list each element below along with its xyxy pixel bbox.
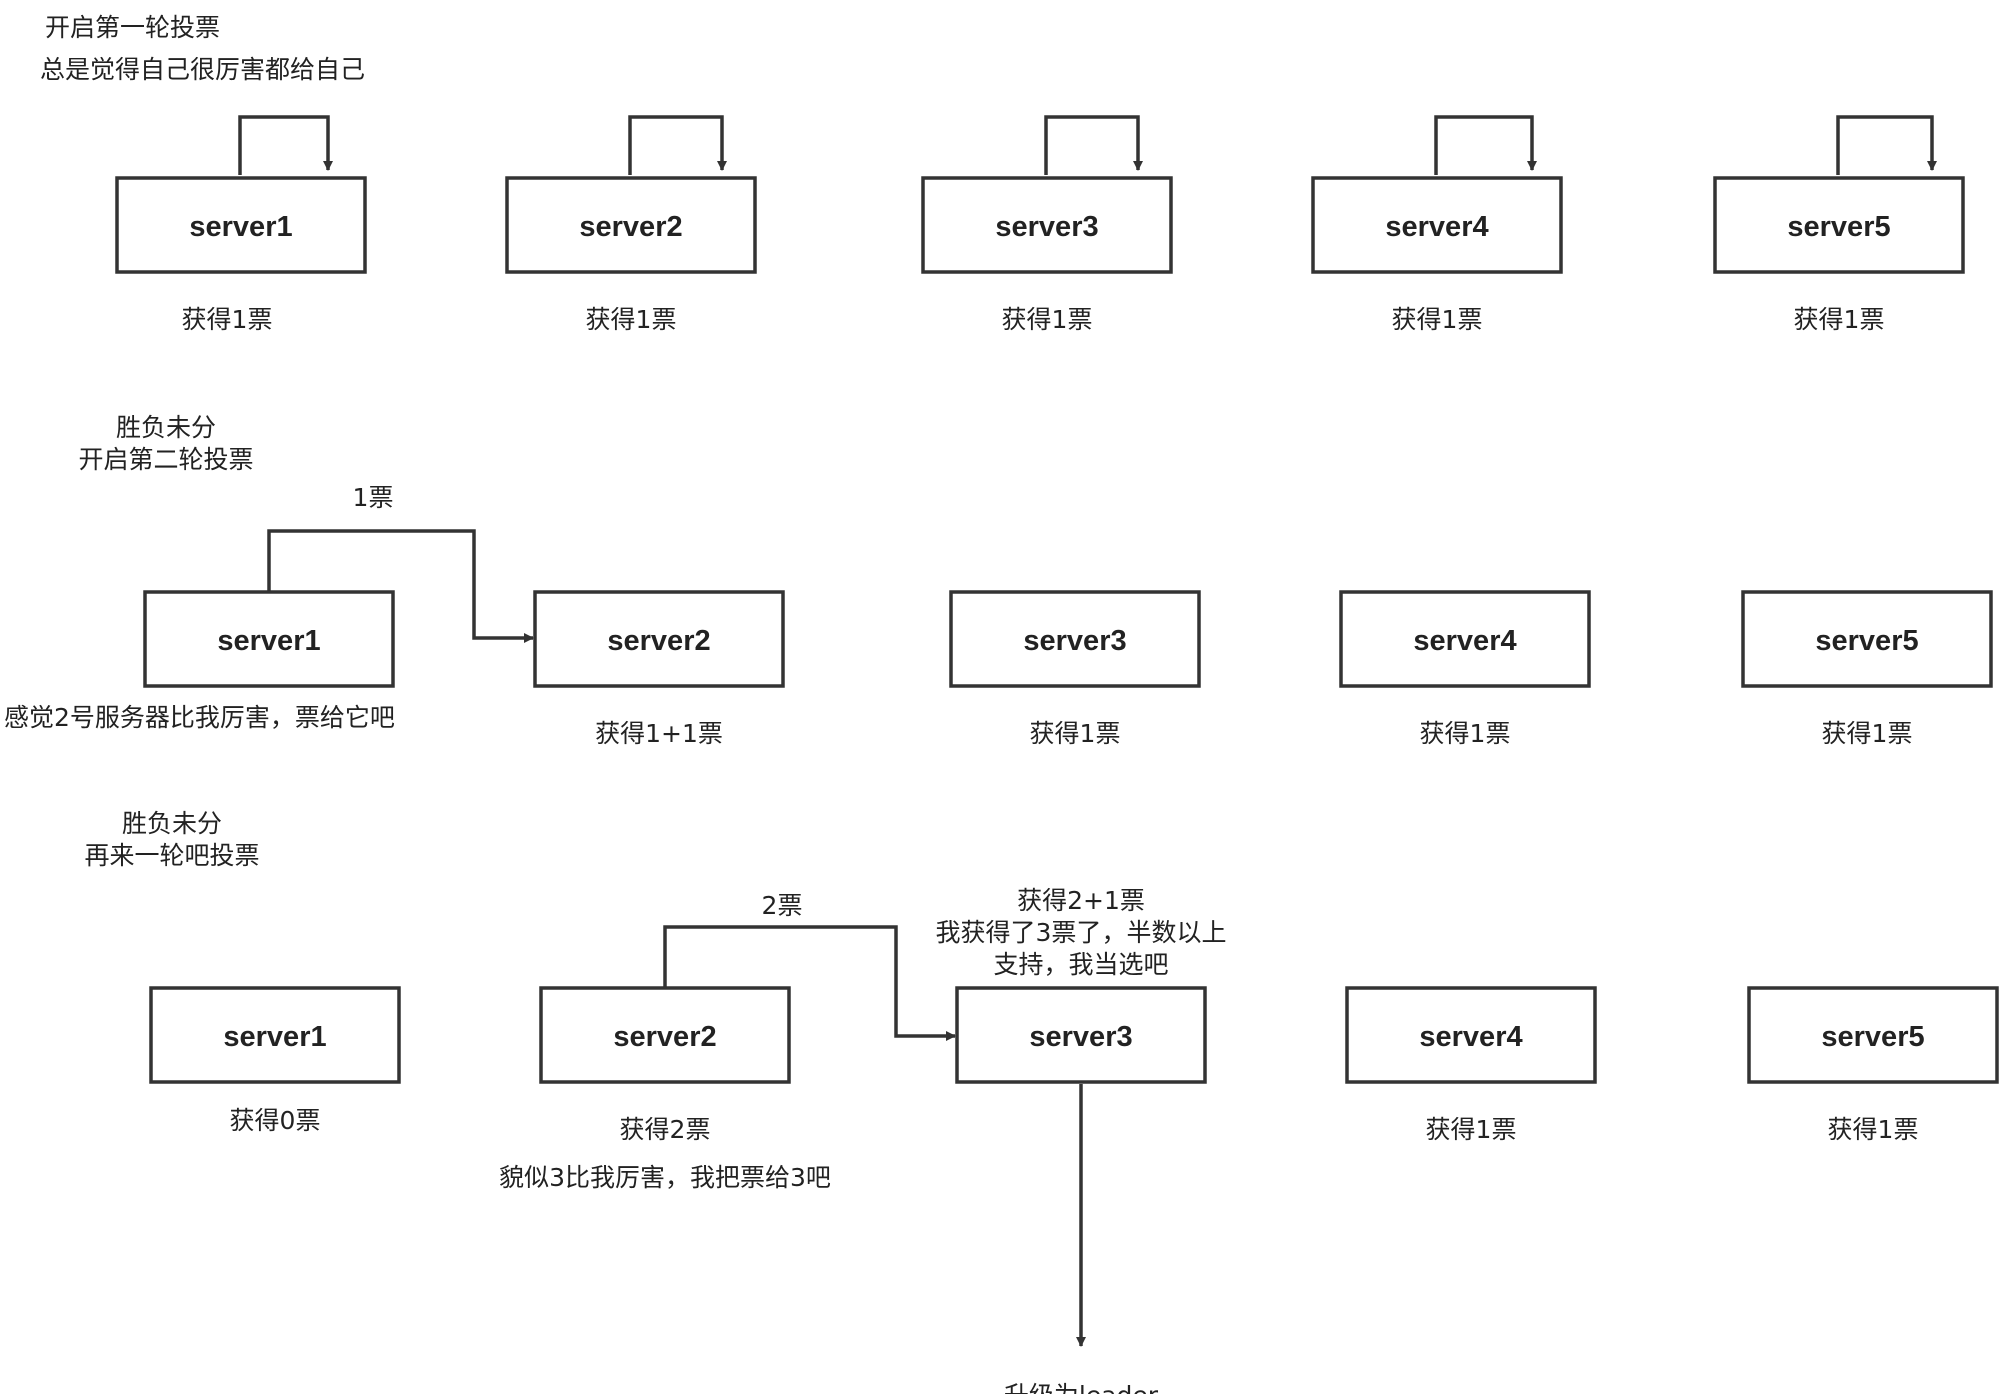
round3-server4-label: server4 bbox=[1419, 1021, 1522, 1053]
round1-server2-votes: 获得1票 bbox=[586, 305, 677, 334]
round1-server1-box: server1 bbox=[115, 176, 367, 274]
round1-heading-line1: 开启第一轮投票 bbox=[45, 13, 220, 42]
round3-server4-box: server4 bbox=[1345, 986, 1597, 1084]
round2-server5-box: server5 bbox=[1741, 590, 1993, 688]
round3-arrow-label: 2票 bbox=[762, 891, 803, 920]
round3-server2-box: server2 bbox=[539, 986, 791, 1084]
round1-server3-votes: 获得1票 bbox=[1002, 305, 1093, 334]
round2-server5-votes: 获得1票 bbox=[1822, 719, 1913, 748]
round2-server3-votes: 获得1票 bbox=[1030, 719, 1121, 748]
round1-self-vote-arrow-server2 bbox=[628, 115, 727, 175]
round3-server5-label: server5 bbox=[1821, 1021, 1924, 1053]
round3-winner-line1: 获得2+1票 bbox=[1017, 886, 1145, 915]
round2-heading-line2: 开启第二轮投票 bbox=[78, 445, 253, 474]
round3-server1-votes: 获得0票 bbox=[230, 1106, 321, 1135]
round1-server5-label: server5 bbox=[1787, 211, 1890, 243]
round3-server4-votes: 获得1票 bbox=[1426, 1115, 1517, 1144]
round3-server5-box: server5 bbox=[1747, 986, 1999, 1084]
round1-self-vote-arrow-server1 bbox=[238, 115, 333, 175]
round3-result-label: 升级为leader bbox=[1004, 1381, 1159, 1394]
round1-self-vote-arrow-server5 bbox=[1836, 115, 1937, 175]
round2-server2-votes: 获得1+1票 bbox=[595, 719, 723, 748]
round2-server1-label: server1 bbox=[217, 625, 320, 657]
round1-heading-line2: 总是觉得自己很厉害都给自己 bbox=[40, 55, 365, 84]
round1-server1-votes: 获得1票 bbox=[182, 305, 273, 334]
round2-server3-box: server3 bbox=[949, 590, 1201, 688]
round3-vote-arrow-server2-to-server3 bbox=[663, 925, 956, 1041]
round2-server4-box: server4 bbox=[1339, 590, 1591, 688]
round3-server1-label: server1 bbox=[223, 1021, 326, 1053]
round3-heading-line1: 胜负未分 bbox=[122, 809, 222, 838]
round2-server1-note: 感觉2号服务器比我厉害，票给它吧 bbox=[4, 703, 395, 732]
round3-server3-box: server3 bbox=[955, 986, 1207, 1084]
round3-winner-line3: 支持，我当选吧 bbox=[993, 950, 1168, 979]
round1-server4-box: server4 bbox=[1311, 176, 1563, 274]
round2-arrow-label: 1票 bbox=[353, 483, 394, 512]
round2-server1-box: server1 bbox=[143, 590, 395, 688]
round2-server4-label: server4 bbox=[1413, 625, 1516, 657]
round1-server1-label: server1 bbox=[189, 211, 292, 243]
round1-server2-label: server2 bbox=[579, 211, 682, 243]
round3-server3-label: server3 bbox=[1029, 1021, 1132, 1053]
round3-heading-line2: 再来一轮吧投票 bbox=[84, 841, 259, 870]
round1-server3-box: server3 bbox=[921, 176, 1173, 274]
round2-heading-line1: 胜负未分 bbox=[116, 413, 216, 442]
round1-server3-label: server3 bbox=[995, 211, 1098, 243]
round1-server4-votes: 获得1票 bbox=[1392, 305, 1483, 334]
round2-server2-box: server2 bbox=[533, 590, 785, 688]
round2-server2-label: server2 bbox=[607, 625, 710, 657]
round3-server2-note: 貌似3比我厉害，我把票给3吧 bbox=[499, 1163, 831, 1192]
round3-server5-votes: 获得1票 bbox=[1828, 1115, 1919, 1144]
round1-server2-box: server2 bbox=[505, 176, 757, 274]
round2-vote-arrow-server1-to-server2 bbox=[267, 529, 534, 643]
round1-server5-box: server5 bbox=[1713, 176, 1965, 274]
round1-server5-votes: 获得1票 bbox=[1794, 305, 1885, 334]
round3-server2-label: server2 bbox=[613, 1021, 716, 1053]
round3-server2-votes: 获得2票 bbox=[620, 1115, 711, 1144]
round2-server4-votes: 获得1票 bbox=[1420, 719, 1511, 748]
round1-self-vote-arrow-server3 bbox=[1044, 115, 1143, 175]
round2-server3-label: server3 bbox=[1023, 625, 1126, 657]
round2-server5-label: server5 bbox=[1815, 625, 1918, 657]
round3-server1-box: server1 bbox=[149, 986, 401, 1084]
round1-self-vote-arrow-server4 bbox=[1434, 115, 1537, 175]
round3-winner-line2: 我获得了3票了，半数以上 bbox=[936, 918, 1227, 947]
round1-server4-label: server4 bbox=[1385, 211, 1488, 243]
